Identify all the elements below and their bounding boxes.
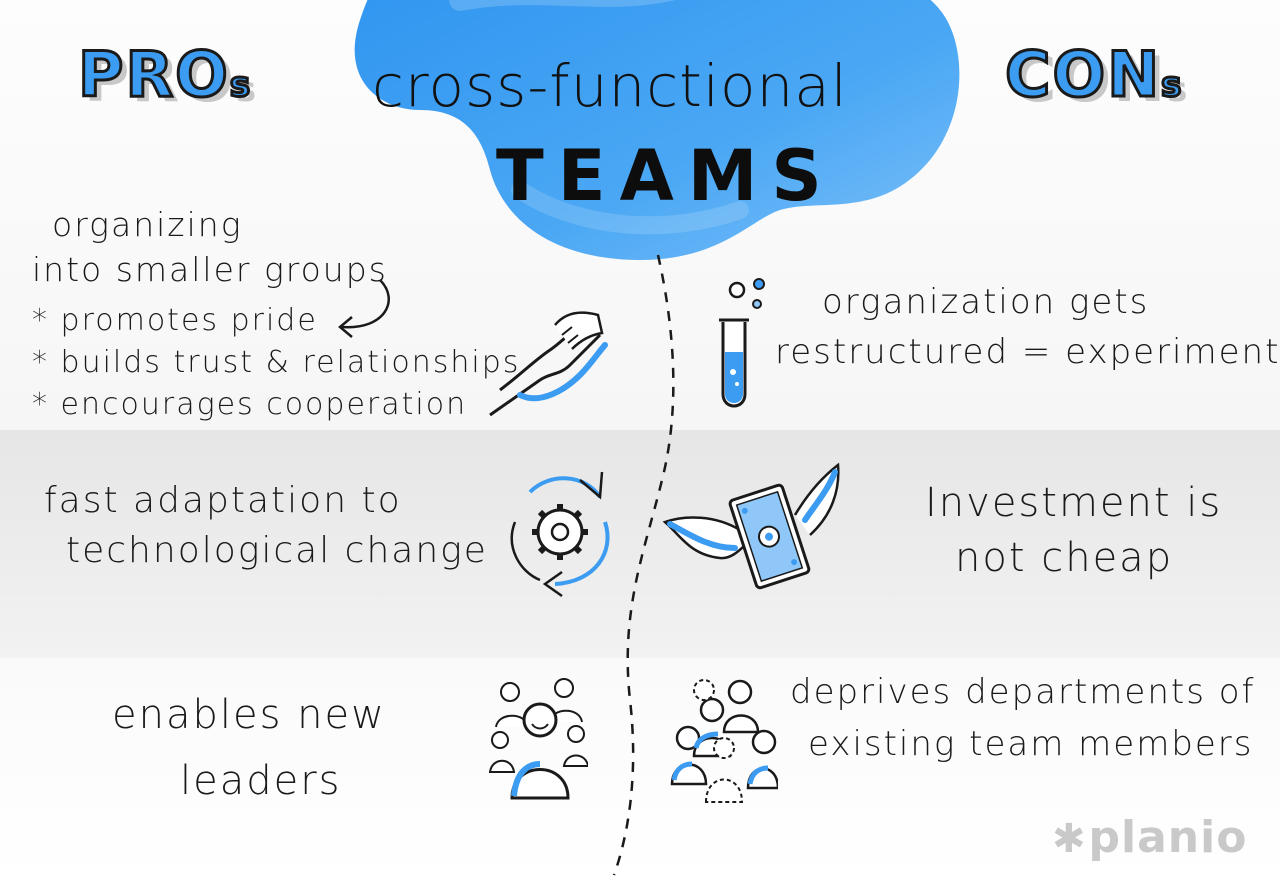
pro-1-line-1: organizing — [52, 205, 243, 244]
con-3-line-2: existing team members — [808, 724, 1254, 764]
curved-arrow-icon — [338, 279, 390, 338]
title-blob — [354, 0, 960, 260]
title-line2: TEAMS — [496, 135, 836, 217]
con-1-line-1: organization gets — [822, 282, 1150, 322]
pro-3-line-2: leaders — [180, 758, 342, 804]
pro-2-line-2: technological change — [66, 530, 488, 571]
con-3-line-1: deprives departments of — [790, 672, 1256, 712]
title-line1: cross-functional — [372, 52, 848, 120]
test-tube-icon — [719, 278, 765, 408]
pro-1-line-5: * encourages cooperation — [32, 387, 468, 422]
cons-heading-text: CON — [1003, 37, 1162, 113]
gear-cycle-icon — [510, 471, 610, 598]
bottom-band — [0, 658, 1280, 881]
con-1-line-2: restructured = experiment — [775, 332, 1280, 372]
con-2-line-2: not cheap — [955, 535, 1174, 581]
pros-heading-text: PRO — [77, 37, 230, 113]
pros-heading: PROs — [77, 37, 253, 113]
group-leader-icon — [488, 678, 588, 800]
logo-star-icon: ✱ — [1052, 816, 1087, 862]
pro-1-line-2: into smaller groups — [32, 250, 388, 289]
middle-band — [0, 430, 1280, 658]
planio-logo: ✱planio — [1052, 812, 1247, 863]
pros-heading-suffix: s — [228, 64, 253, 107]
handshake-icon — [489, 311, 608, 417]
logo-text: planio — [1088, 812, 1248, 863]
pro-1-line-4: * builds trust & relationships — [32, 345, 521, 380]
pro-3-line-1: enables new — [112, 692, 386, 738]
center-divider — [612, 254, 675, 876]
con-2-line-1: Investment is — [925, 480, 1223, 526]
pro-1-line-3: * promotes pride — [32, 303, 318, 338]
pro-2-line-1: fast adaptation to — [44, 480, 402, 521]
flying-money-icon — [662, 462, 840, 590]
cons-heading: CONs — [1003, 37, 1184, 113]
missing-members-icon — [670, 679, 778, 803]
cons-heading-suffix: s — [1160, 64, 1184, 107]
